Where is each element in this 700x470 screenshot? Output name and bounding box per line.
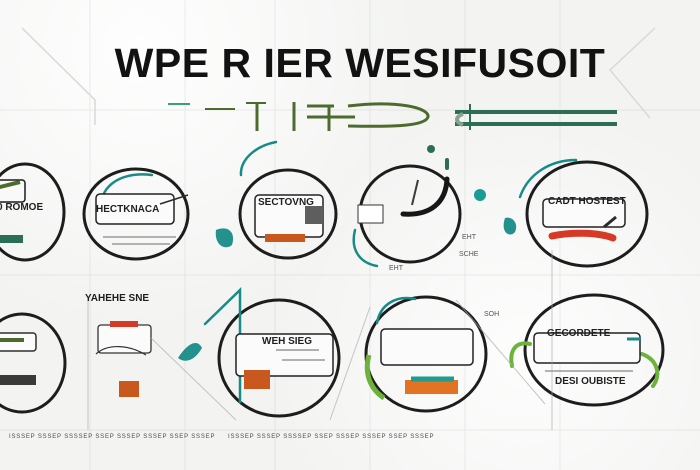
- small-text-3: EHT: [389, 265, 403, 272]
- page-title: WPE R IER WESIFUSOIT: [114, 40, 606, 86]
- small-text-1: EHT: [462, 234, 476, 241]
- top-card-3-label: SECTOVNG: [258, 197, 314, 208]
- middle-row-cards: [0, 321, 641, 401]
- middle-card-3-label: GECORDETE: [547, 328, 611, 339]
- small-text-2: SCHE: [459, 251, 479, 258]
- small-text-4: SOH: [484, 311, 500, 318]
- middle-card-1-label: YAHEHE SNE: [85, 293, 150, 304]
- header-accent-marks: [168, 102, 617, 131]
- top-card-4-label: CADT HOSTEST: [548, 196, 626, 207]
- top-row-cards: [0, 145, 626, 245]
- middle-card-2-label: WEH SIEG: [262, 336, 313, 347]
- top-card-2-label: HECTKNACA: [96, 204, 160, 215]
- footer-text-right: ISSSEP SSSEP SSSSEP SSEP SSSEP SSSEP SSE…: [228, 434, 435, 440]
- middle-row-circles: [0, 293, 665, 418]
- bottom-card-label: DESI OUBISTE: [555, 376, 626, 387]
- top-card-1-label: 0 ROMOE: [0, 202, 44, 213]
- footer-text-left: ISSSEP SSSEP SSSSEP SSEP SSSEP SSSEP SSE…: [9, 434, 216, 440]
- top-row-circles: [0, 160, 649, 268]
